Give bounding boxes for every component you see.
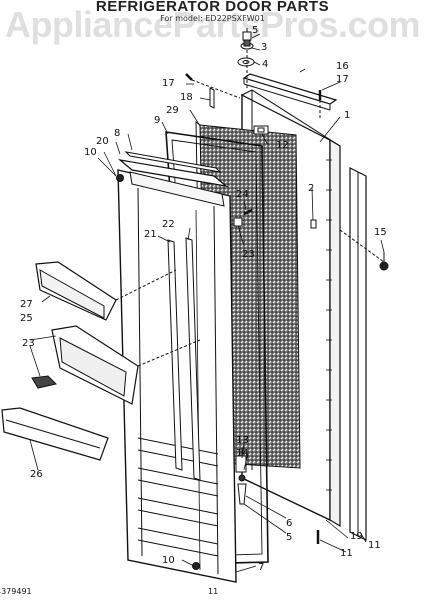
callout-25: 25 — [20, 313, 33, 324]
callout-8: 8 — [114, 128, 121, 139]
callout-3: 3 — [261, 42, 268, 53]
callout-11-right: 11 — [368, 540, 381, 551]
hinge-assembly — [237, 28, 255, 90]
callout-24: 24 — [236, 189, 249, 200]
callout-27: 27 — [20, 299, 33, 310]
screw-15 — [379, 252, 389, 271]
callout-22: 22 — [162, 219, 175, 230]
callout-5-top: 5 — [252, 25, 259, 36]
model-subtitle: For model: ED22PSXFW01 — [160, 14, 265, 23]
drawing-id: 4379491 — [0, 587, 32, 596]
door-bin-25 — [51, 325, 201, 405]
callout-19: 19 — [350, 531, 363, 542]
callout-17-right: 17 — [336, 74, 349, 85]
callout-29: 29 — [166, 105, 179, 116]
screw-10-bottom — [192, 562, 200, 570]
callout-7: 7 — [258, 562, 265, 573]
shelf-rail-22 — [185, 237, 201, 481]
bottom-hinge-parts — [235, 448, 247, 505]
screw-24 — [243, 208, 253, 216]
callout-5-bottom: 5 — [286, 532, 293, 543]
screw-17-left — [185, 73, 241, 99]
callout-10-top: 10 — [84, 147, 97, 158]
callout-26: 26 — [30, 469, 43, 480]
callout-11-bottom: 11 — [340, 548, 353, 559]
callout-21: 21 — [144, 229, 157, 240]
callout-18: 18 — [180, 92, 193, 103]
door-side-trim — [339, 167, 385, 541]
callout-14: 14 — [236, 448, 249, 459]
clip-2 — [310, 219, 317, 229]
callout-23-right: 23 — [242, 249, 255, 260]
callout-15: 15 — [374, 227, 387, 238]
clip-23-right — [233, 217, 243, 227]
shelf-rail-21 — [167, 239, 183, 471]
dairy-frame — [117, 151, 229, 187]
leader-lines — [29, 33, 385, 573]
retainer-23-left — [31, 375, 57, 389]
top-cap-trim — [242, 73, 338, 111]
callout-4: 4 — [262, 59, 269, 70]
page-number: 11 — [208, 587, 219, 596]
callout-16: 16 — [336, 61, 349, 72]
bracket-12 — [253, 125, 269, 135]
page-title: REFRIGERATOR DOOR PARTS — [95, 0, 330, 15]
callout-6: 6 — [286, 518, 293, 529]
spacer-18 — [209, 87, 215, 109]
callout-12: 12 — [276, 140, 289, 151]
door-shelf-26 — [1, 407, 109, 461]
callout-1: 1 — [344, 110, 351, 121]
callout-2: 2 — [308, 183, 315, 194]
watermark: AppliancePartsPros.com — [4, 4, 421, 45]
callout-9: 9 — [154, 115, 161, 126]
callout-23-left: 23 — [22, 338, 35, 349]
callout-10-bottom: 10 — [162, 555, 175, 566]
callout-17-left: 17 — [162, 78, 175, 89]
callout-20: 20 — [96, 136, 109, 147]
callout-13: 13 — [236, 435, 249, 446]
screw-10-top — [116, 174, 124, 182]
door-bin-27 — [35, 261, 177, 321]
